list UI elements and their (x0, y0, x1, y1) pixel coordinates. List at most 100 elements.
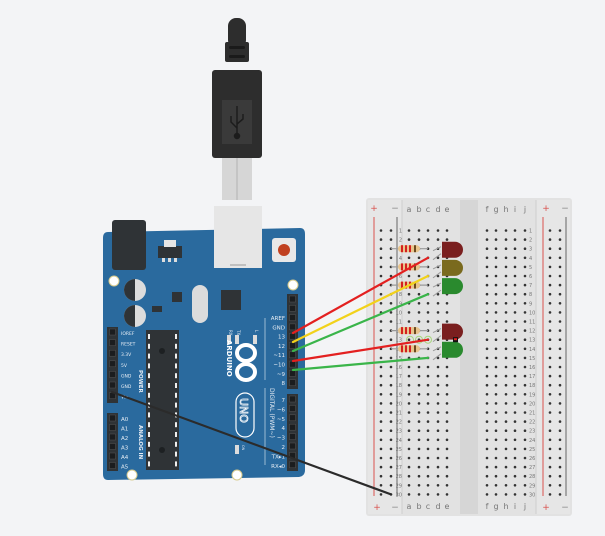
breadboard-hole[interactable] (504, 438, 508, 442)
breadboard-hole[interactable] (417, 302, 421, 305)
rail-hole[interactable] (548, 465, 552, 469)
breadboard-hole[interactable] (445, 411, 449, 414)
breadboard-hole[interactable] (494, 374, 498, 378)
rail-hole[interactable] (389, 456, 393, 460)
rail-hole[interactable] (558, 438, 562, 442)
breadboard-hole[interactable] (513, 474, 517, 478)
breadboard-hole[interactable] (426, 374, 430, 378)
rail-hole[interactable] (548, 474, 552, 478)
breadboard-hole[interactable] (504, 374, 508, 378)
rail-hole[interactable] (558, 402, 562, 405)
breadboard-hole[interactable] (523, 292, 527, 296)
breadboard-hole[interactable] (417, 474, 421, 478)
breadboard-hole[interactable] (513, 229, 517, 232)
breadboard-hole[interactable] (523, 411, 527, 414)
breadboard-hole[interactable] (485, 484, 489, 487)
breadboard-hole[interactable] (436, 238, 440, 241)
breadboard-hole[interactable] (426, 229, 430, 232)
breadboard-hole[interactable] (485, 311, 489, 314)
breadboard-hole[interactable] (523, 447, 527, 451)
breadboard-hole[interactable] (523, 402, 527, 405)
header-pin[interactable] (289, 295, 296, 303)
breadboard-hole[interactable] (513, 493, 517, 496)
breadboard-hole[interactable] (485, 338, 489, 342)
rail-hole[interactable] (548, 484, 552, 487)
breadboard-hole[interactable] (436, 292, 440, 296)
breadboard-hole[interactable] (523, 329, 527, 332)
breadboard-hole[interactable] (426, 393, 430, 396)
breadboard-hole[interactable] (504, 320, 508, 323)
rail-hole[interactable] (548, 320, 552, 323)
breadboard-hole[interactable] (523, 465, 527, 469)
breadboard-hole[interactable] (417, 493, 421, 496)
rail-hole[interactable] (379, 229, 383, 232)
breadboard-hole[interactable] (504, 338, 508, 342)
header-pin[interactable] (289, 342, 296, 349)
header-pin[interactable] (289, 433, 296, 440)
breadboard-hole[interactable] (494, 302, 498, 305)
rail-hole[interactable] (548, 256, 552, 260)
breadboard-hole[interactable] (485, 365, 489, 369)
breadboard-hole[interactable] (485, 256, 489, 260)
breadboard-hole[interactable] (504, 402, 508, 405)
rail-hole[interactable] (558, 484, 562, 487)
breadboard-hole[interactable] (513, 320, 517, 323)
breadboard-hole[interactable] (523, 256, 527, 260)
breadboard-hole[interactable] (445, 320, 449, 323)
breadboard-hole[interactable] (504, 474, 508, 478)
breadboard-hole[interactable] (523, 474, 527, 478)
breadboard-hole[interactable] (436, 411, 440, 414)
breadboard-hole[interactable] (523, 484, 527, 487)
breadboard-hole[interactable] (445, 402, 449, 405)
breadboard-hole[interactable] (504, 274, 508, 278)
breadboard-hole[interactable] (513, 247, 517, 250)
red-led-1[interactable] (432, 241, 463, 261)
breadboard-hole[interactable] (485, 283, 489, 287)
breadboard-hole[interactable] (513, 356, 517, 360)
breadboard-hole[interactable] (426, 383, 430, 387)
rail-hole[interactable] (548, 493, 552, 496)
breadboard-hole[interactable] (523, 420, 527, 423)
breadboard-hole[interactable] (485, 320, 489, 323)
breadboard-hole[interactable] (445, 302, 449, 305)
breadboard-hole[interactable] (407, 420, 411, 423)
breadboard-hole[interactable] (523, 493, 527, 496)
header-pin[interactable] (109, 349, 116, 357)
rail-hole[interactable] (379, 393, 383, 396)
header-pin[interactable] (109, 328, 116, 336)
breadboard-hole[interactable] (445, 229, 449, 232)
rail-hole[interactable] (558, 256, 562, 260)
header-pin[interactable] (109, 339, 116, 346)
rail-hole[interactable] (548, 292, 552, 296)
breadboard-hole[interactable] (513, 256, 517, 260)
breadboard-hole[interactable] (504, 283, 508, 287)
rail-hole[interactable] (389, 320, 393, 323)
breadboard-hole[interactable] (494, 320, 498, 323)
breadboard-hole[interactable] (513, 374, 517, 378)
breadboard-hole[interactable] (504, 493, 508, 496)
rail-hole[interactable] (558, 338, 562, 342)
breadboard-hole[interactable] (485, 265, 489, 269)
rail-hole[interactable] (379, 474, 383, 478)
breadboard-hole[interactable] (407, 447, 411, 451)
breadboard-hole[interactable] (513, 484, 517, 487)
breadboard-hole[interactable] (494, 484, 498, 487)
breadboard-hole[interactable] (513, 420, 517, 423)
green-led-1[interactable] (432, 278, 463, 297)
breadboard-hole[interactable] (407, 320, 411, 323)
breadboard-hole[interactable] (485, 429, 489, 433)
rail-hole[interactable] (379, 456, 383, 460)
breadboard-hole[interactable] (426, 411, 430, 414)
rail-hole[interactable] (558, 238, 562, 241)
breadboard-hole[interactable] (504, 393, 508, 396)
breadboard-hole[interactable] (504, 302, 508, 305)
breadboard-hole[interactable] (426, 311, 430, 314)
breadboard-hole[interactable] (445, 238, 449, 241)
header-pin[interactable] (289, 351, 296, 359)
breadboard-hole[interactable] (513, 447, 517, 451)
breadboard-hole[interactable] (494, 356, 498, 360)
header-pin[interactable] (289, 332, 296, 340)
breadboard-hole[interactable] (494, 283, 498, 287)
breadboard-hole[interactable] (436, 274, 440, 278)
resistor-5[interactable] (391, 345, 428, 353)
